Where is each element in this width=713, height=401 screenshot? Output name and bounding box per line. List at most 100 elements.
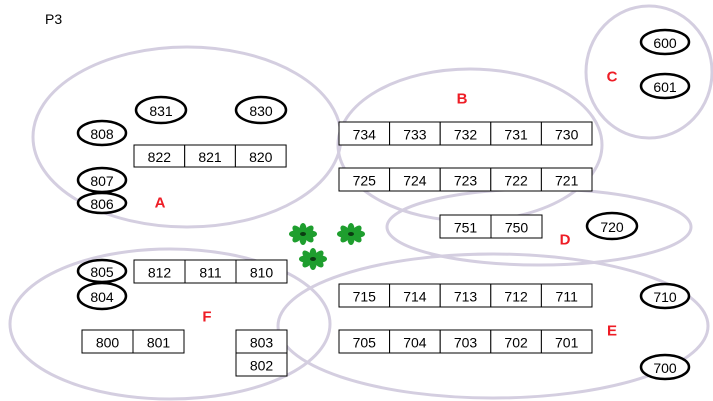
unit-807[interactable]: 807 [76,166,128,194]
unit-734[interactable]: 734 [338,121,391,146]
unit-label: 800 [96,335,120,351]
unit-label: 812 [148,265,172,281]
unit-830[interactable]: 830 [234,95,288,125]
unit-label: 722 [504,173,528,189]
plants-layer [289,223,365,270]
unit-label: 601 [653,79,677,95]
unit-703[interactable]: 703 [439,329,492,354]
unit-720[interactable]: 720 [585,211,639,241]
unit-802[interactable]: 802 [235,352,288,377]
unit-750[interactable]: 750 [490,214,543,239]
unit-751[interactable]: 751 [439,214,492,239]
unit-700[interactable]: 700 [639,353,691,381]
unit-label: 750 [505,220,529,236]
unit-label: 805 [90,264,114,280]
unit-710[interactable]: 710 [639,282,691,310]
unit-600[interactable]: 600 [639,28,691,56]
unit-label: 830 [249,103,273,119]
unit-713[interactable]: 713 [439,283,492,308]
unit-label: 734 [353,127,377,143]
unit-806[interactable]: 806 [76,191,128,215]
unit-label: 704 [403,335,427,351]
unit-704[interactable]: 704 [389,329,441,354]
floor-label: P3 [45,11,63,27]
unit-812[interactable]: 812 [133,259,186,284]
unit-712[interactable]: 712 [490,283,542,308]
unit-820[interactable]: 820 [234,144,287,168]
zone-b-label: B [457,91,468,108]
unit-label: 730 [555,127,579,143]
unit-801[interactable]: 801 [132,329,185,354]
unit-label: 713 [454,289,478,305]
unit-822[interactable]: 822 [133,144,186,168]
unit-label: 723 [454,173,478,189]
unit-724[interactable]: 724 [389,167,441,192]
plant-icon [299,248,327,270]
unit-label: 803 [250,335,274,351]
unit-702[interactable]: 702 [490,329,542,354]
unit-label: 822 [148,149,172,165]
zone-a-label: A [155,195,166,212]
zone-e-label: E [607,323,617,340]
unit-label: 705 [353,335,377,351]
unit-733[interactable]: 733 [389,121,441,146]
unit-label: 701 [555,335,579,351]
unit-label: 810 [250,265,274,281]
unit-label: 725 [353,173,377,189]
unit-732[interactable]: 732 [439,121,492,146]
zone-c-label: C [607,69,618,86]
unit-701[interactable]: 701 [540,329,593,354]
plant-icon [289,223,317,245]
zone-labels-layer: A B C D E F [155,69,618,340]
unit-label: 801 [147,335,171,351]
unit-label: 820 [249,149,273,165]
unit-label: 821 [198,149,222,165]
unit-label: 720 [600,219,624,235]
unit-730[interactable]: 730 [540,121,593,146]
unit-731[interactable]: 731 [490,121,542,146]
unit-label: 807 [90,173,114,189]
zone-d-label: D [560,232,571,249]
unit-label: 732 [454,127,478,143]
zone-c-boundary [584,4,713,140]
unit-label: 700 [653,360,677,376]
unit-804[interactable]: 804 [76,281,128,311]
unit-label: 811 [199,265,222,281]
unit-label: 715 [353,289,377,305]
unit-705[interactable]: 705 [338,329,391,354]
unit-723[interactable]: 723 [439,167,492,192]
unit-label: 702 [504,335,528,351]
unit-label: 600 [653,35,677,51]
unit-label: 711 [556,289,579,305]
zone-f-label: F [202,309,211,326]
unit-label: 804 [90,289,114,305]
unit-label: 731 [504,127,528,143]
unit-label: 733 [403,127,427,143]
unit-725[interactable]: 725 [338,167,391,192]
unit-810[interactable]: 810 [235,259,288,284]
unit-601[interactable]: 601 [639,72,691,100]
unit-label: 831 [149,103,173,119]
unit-831[interactable]: 831 [134,95,188,125]
unit-label: 712 [504,289,528,305]
unit-label: 808 [90,126,114,142]
unit-821[interactable]: 821 [184,144,236,168]
unit-808[interactable]: 808 [76,119,128,147]
unit-label: 724 [403,173,427,189]
unit-label: 714 [403,289,427,305]
unit-714[interactable]: 714 [389,283,441,308]
unit-721[interactable]: 721 [540,167,593,192]
unit-715[interactable]: 715 [338,283,391,308]
unit-label: 703 [454,335,478,351]
unit-805[interactable]: 805 [76,258,128,284]
unit-label: 806 [90,196,114,212]
unit-800[interactable]: 800 [81,329,134,354]
unit-label: 751 [454,220,478,236]
unit-711[interactable]: 711 [540,283,593,308]
unit-722[interactable]: 722 [490,167,542,192]
plant-icon [337,223,365,245]
zone-e-boundary [276,252,710,400]
unit-803[interactable]: 803 [235,329,288,354]
unit-811[interactable]: 811 [184,259,237,284]
